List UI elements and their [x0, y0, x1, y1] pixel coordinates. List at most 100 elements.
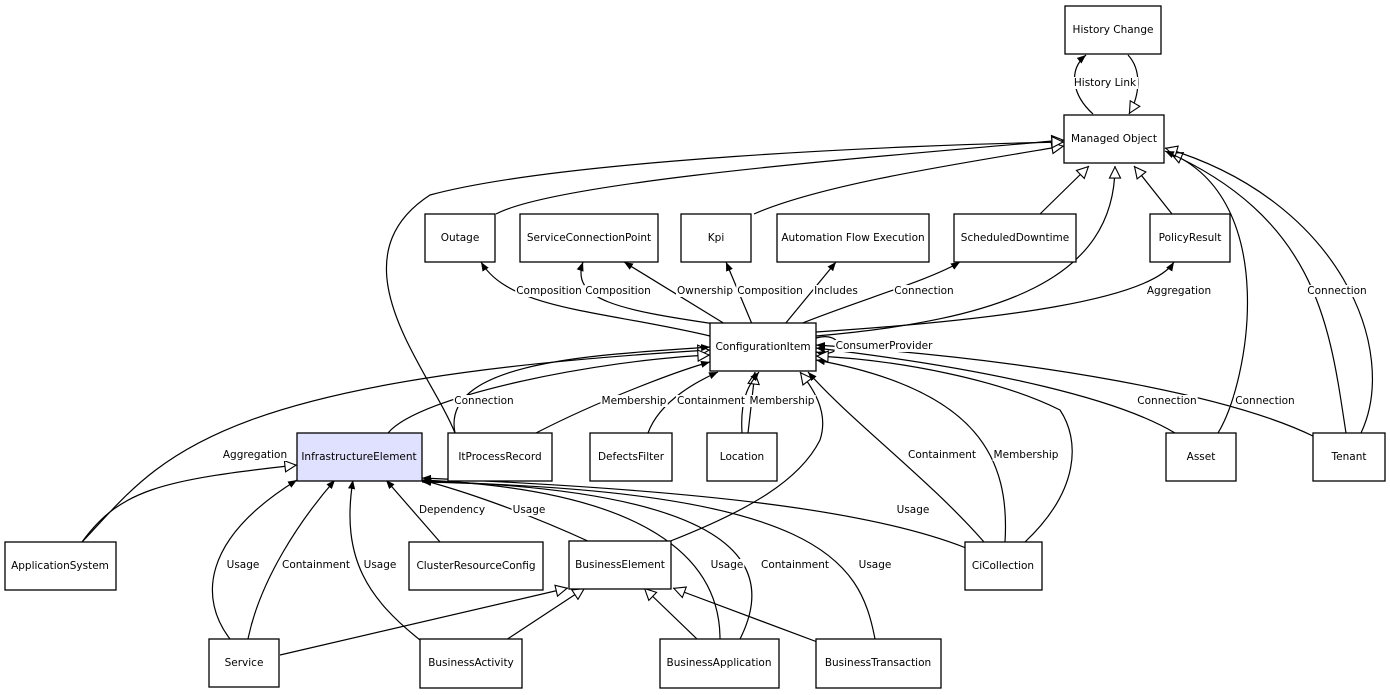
- edge-asset-mo: [1170, 153, 1249, 434]
- edge-label-bg: [748, 395, 816, 407]
- edge-ba-be: [505, 587, 586, 641]
- edge-cc-ci-contain: [807, 371, 985, 543]
- node-configuration-item[interactable]: ConfigurationItem: [709, 322, 817, 372]
- node-location[interactable]: Location: [706, 432, 778, 482]
- edge-service-ie-usage: [211, 479, 298, 640]
- label-connection-sd: Connection: [894, 285, 953, 297]
- edge-ipr-ci-member: [535, 360, 711, 434]
- edge-df-ci: [647, 371, 719, 434]
- edge-bapp-ie-usage: [421, 476, 721, 640]
- label-ownership: Ownership: [677, 285, 733, 297]
- edge-be-ie: [421, 478, 591, 543]
- label-consumer-provider: ConsumerProvider: [836, 340, 933, 352]
- edge-label-bg: [1136, 395, 1198, 407]
- label-composition-kpi: Composition: [737, 285, 803, 297]
- label-containment-df: Containment: [677, 395, 745, 407]
- edge-label-bg: [760, 559, 830, 571]
- edge-label-bg: [225, 559, 261, 571]
- node-service-connection-point-label: ServiceConnectionPoint: [527, 232, 651, 244]
- edge-crc-ie: [385, 479, 441, 543]
- edge-label-bg: [584, 285, 652, 297]
- node-defects-filter[interactable]: DefectsFilter: [589, 432, 673, 482]
- node-infrastructure-element-label: InfrastructureElement: [301, 451, 416, 463]
- node-configuration-item-label: ConfigurationItem: [715, 341, 810, 353]
- edge-ba-ie: [348, 479, 421, 641]
- label-usage-bapp: Usage: [711, 559, 744, 571]
- edge-cc-ci-member: [815, 358, 1007, 543]
- edge-label-bg: [600, 395, 668, 407]
- label-dependency: Dependency: [419, 504, 485, 516]
- label-connection-tenant: Connection: [1235, 395, 1294, 407]
- edge-bt-ie: [421, 478, 876, 640]
- node-service-connection-point[interactable]: ServiceConnectionPoint: [519, 213, 659, 263]
- node-automation-flow-execution[interactable]: Automation Flow Execution: [776, 213, 930, 263]
- node-managed-object[interactable]: Managed Object: [1063, 114, 1165, 164]
- node-asset[interactable]: Asset: [1165, 432, 1237, 482]
- label-usage-cc: Usage: [897, 504, 930, 516]
- label-includes: Includes: [814, 285, 858, 297]
- node-cluster-resource-config[interactable]: ClusterResourceConfig: [408, 541, 544, 591]
- edge-sd-mo: [1039, 165, 1090, 215]
- edge-tenant-ci: [815, 342, 1316, 438]
- node-policy-result[interactable]: PolicyResult: [1149, 213, 1231, 263]
- edge-service-ie-contain: [247, 479, 336, 640]
- label-membership-ipr: Membership: [602, 395, 667, 407]
- label-composition-scp: Composition: [585, 285, 651, 297]
- edge-ipr-ci-conn: [453, 344, 711, 434]
- edge-bapp-ie-contain: [421, 477, 753, 640]
- edge-label-bg: [857, 559, 893, 571]
- edge-service-be: [279, 588, 568, 656]
- node-scheduled-downtime[interactable]: ScheduledDowntime: [953, 213, 1077, 263]
- edge-as-ie: [81, 465, 297, 543]
- edge-kpi-mo: [753, 146, 1064, 215]
- node-cluster-resource-config-label: ClusterResourceConfig: [416, 560, 535, 572]
- node-application-system-label: ApplicationSystem: [11, 560, 109, 572]
- node-it-process-record[interactable]: ItProcessRecord: [447, 432, 553, 482]
- node-tenant[interactable]: Tenant: [1312, 432, 1386, 482]
- node-service-label: Service: [225, 657, 264, 669]
- node-business-element[interactable]: BusinessElement: [568, 540, 672, 590]
- node-business-transaction-label: BusinessTransaction: [825, 657, 931, 669]
- node-location-label: Location: [720, 451, 764, 463]
- node-service[interactable]: Service: [208, 638, 280, 688]
- edge-label-bg: [453, 395, 515, 407]
- node-outage-label: Outage: [441, 232, 480, 244]
- label-membership-loc: Membership: [750, 395, 815, 407]
- edge-asset-ci: [815, 345, 1176, 434]
- node-outage[interactable]: Outage: [424, 213, 496, 263]
- edge-cc-ci-inherit: [816, 356, 1073, 543]
- edge-label-bg: [893, 285, 955, 297]
- label-membership-cc: Membership: [994, 449, 1059, 461]
- node-ci-collection[interactable]: CiCollection: [964, 541, 1043, 591]
- node-business-application-label: BusinessApplication: [667, 657, 772, 669]
- edge-tenant-mo-inherit: [1165, 148, 1373, 434]
- node-business-activity[interactable]: BusinessActivity: [419, 638, 523, 689]
- label-aggregation-as: Aggregation: [223, 449, 287, 461]
- edge-ipr-mo: [385, 142, 1064, 434]
- label-connection-tenant-mo: Connection: [1307, 285, 1366, 297]
- node-kpi-label: Kpi: [708, 232, 724, 244]
- node-business-transaction[interactable]: BusinessTransaction: [815, 638, 942, 689]
- edge-label-bg: [907, 449, 977, 461]
- edge-label-bg: [834, 340, 935, 352]
- edge-tenant-mo-connection: [1164, 150, 1347, 434]
- edge-cc-ie: [421, 474, 967, 549]
- label-connection-asset: Connection: [1137, 395, 1196, 407]
- node-it-process-record-label: ItProcessRecord: [458, 451, 541, 463]
- node-infrastructure-element[interactable]: InfrastructureElement: [296, 432, 423, 482]
- label-containment-bapp: Containment: [761, 559, 829, 571]
- node-history-change[interactable]: History Change: [1064, 5, 1162, 55]
- node-tenant-label: Tenant: [1331, 451, 1367, 463]
- node-kpi[interactable]: Kpi: [680, 213, 752, 263]
- edge-label-bg: [1145, 285, 1213, 297]
- edge-ci-scp-ownership: [623, 261, 726, 325]
- edge-label-bg: [895, 504, 931, 516]
- label-containment-service: Containment: [282, 559, 350, 571]
- edge-bapp-be: [643, 587, 698, 640]
- label-connection-ipr: Connection: [454, 395, 513, 407]
- node-business-application[interactable]: BusinessApplication: [659, 638, 780, 689]
- edge-label-bg: [221, 449, 289, 461]
- label-containment-cc: Containment: [908, 449, 976, 461]
- node-application-system[interactable]: ApplicationSystem: [4, 541, 117, 591]
- edge-label-bg: [362, 559, 398, 571]
